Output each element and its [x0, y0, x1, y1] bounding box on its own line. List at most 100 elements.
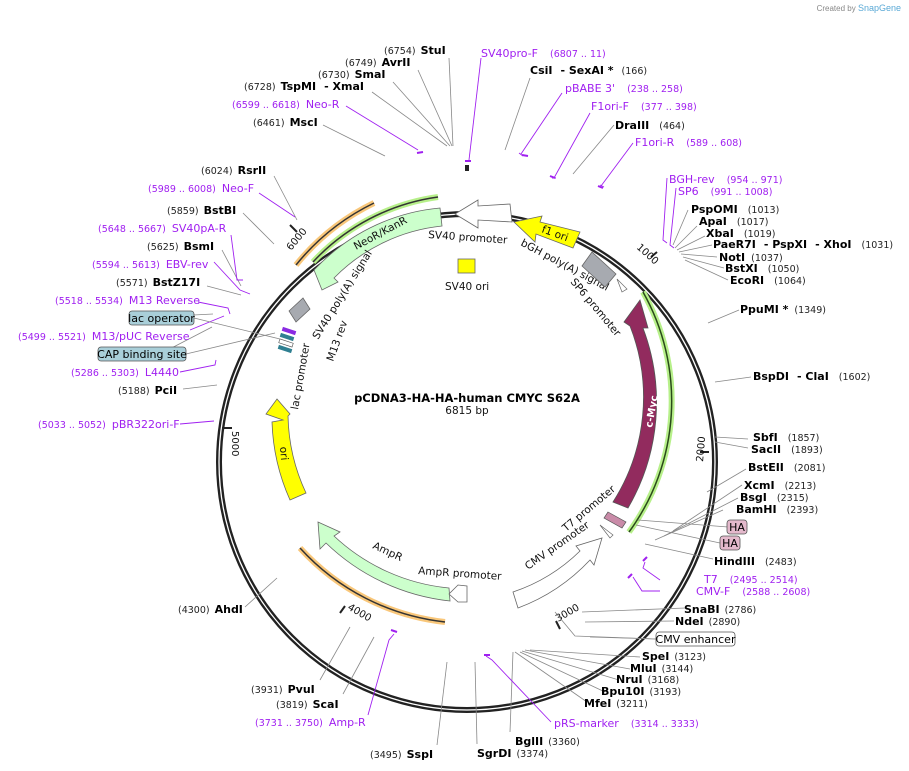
feature-ha-tags[interactable]: [603, 511, 627, 529]
svg-text:F1ori-F(377 .. 398): F1ori-F(377 .. 398): [591, 100, 697, 113]
svg-text:(6749)AvrII: (6749)AvrII: [345, 56, 411, 69]
svg-text:MfeI(3211): MfeI(3211): [584, 697, 648, 710]
svg-text:PpuMI *(1349): PpuMI *(1349): [740, 303, 826, 316]
svg-text:(5286 .. 5303)L4440: (5286 .. 5303)L4440: [71, 366, 179, 379]
svg-text:(5648 .. 5667)SV40pA-R: (5648 .. 5667)SV40pA-R: [98, 222, 227, 235]
tick-2000: 2000: [695, 436, 708, 462]
svg-text:ApaI(1017): ApaI(1017): [699, 215, 769, 228]
orf-neo-rev-arc: [312, 196, 439, 263]
tick-1000: 1000: [634, 242, 660, 267]
svg-text:BspDI- ClaI(1602): BspDI- ClaI(1602): [753, 370, 870, 383]
tick-6000: 6000: [285, 226, 310, 253]
svg-text:(4300)AhdI: (4300)AhdI: [178, 603, 243, 616]
svg-text:CAP binding site: CAP binding site: [97, 348, 187, 361]
svg-text:(3931)PvuI: (3931)PvuI: [251, 683, 315, 696]
feature-t7-promoter[interactable]: [599, 524, 614, 539]
feature-sv40-polya[interactable]: [288, 297, 311, 323]
feature-lac-cluster[interactable]: [277, 326, 297, 354]
svg-text:(6730)SmaI: (6730)SmaI: [318, 68, 386, 81]
svg-text:EcoRI(1064): EcoRI(1064): [730, 274, 806, 287]
svg-text:CsiI- SexAI *(166): CsiI- SexAI *(166): [530, 64, 647, 77]
svg-text:NruI(3168): NruI(3168): [616, 673, 679, 686]
svg-text:(5499 .. 5521)M13/pUC Reverse: (5499 .. 5521)M13/pUC Reverse: [18, 330, 190, 343]
svg-text:AmpR: AmpR: [371, 540, 405, 564]
feature-cmv-promoter[interactable]: CMV promoter: [512, 519, 603, 609]
svg-text:(5033 .. 5052)pBR322ori-F: (5033 .. 5052)pBR322ori-F: [38, 418, 180, 431]
callout-ha-2[interactable]: HA: [635, 524, 741, 551]
svg-text:SnaBI(2786): SnaBI(2786): [684, 603, 756, 616]
svg-text:(6024)RsrII: (6024)RsrII: [201, 164, 266, 177]
svg-text:F1ori-R(589 .. 608): F1ori-R(589 .. 608): [635, 136, 742, 149]
svg-text:CMV-F(2588 .. 2608): CMV-F(2588 .. 2608): [696, 585, 810, 598]
feature-neor[interactable]: NeoR/KanR: [313, 207, 443, 291]
callout-lac-operator[interactable]: lac operator: [128, 310, 281, 340]
svg-text:HindIII(2483): HindIII(2483): [714, 555, 797, 568]
feature-sv40-promoter[interactable]: SV40 promoter: [428, 199, 513, 247]
svg-text:(5989 .. 6008)Neo-F: (5989 .. 6008)Neo-F: [148, 182, 254, 195]
svg-text:CMV enhancer: CMV enhancer: [656, 633, 736, 646]
svg-text:(5594 .. 5613)EBV-rev: (5594 .. 5613)EBV-rev: [92, 258, 209, 271]
origin-marker: [465, 165, 469, 171]
svg-text:T7(2495 .. 2514): T7(2495 .. 2514): [703, 573, 798, 586]
svg-text:(5625)BsmI: (5625)BsmI: [147, 240, 214, 253]
primer-marks: [390, 151, 648, 656]
svg-text:XbaI(1019): XbaI(1019): [706, 227, 775, 240]
svg-text:(5571)BstZ17I: (5571)BstZ17I: [116, 276, 200, 289]
feature-sv40-ori-label: SV40 ori: [445, 281, 489, 293]
svg-text:DraIII(464): DraIII(464): [615, 119, 685, 132]
primer-labels: SV40pro-F(6807 .. 11) pBABE 3'(238 .. 25…: [18, 47, 810, 730]
svg-text:HA: HA: [729, 521, 745, 534]
svg-text:MluI(3144): MluI(3144): [630, 662, 693, 675]
feature-ampr-promoter[interactable]: AmpR promoter: [418, 565, 503, 603]
svg-text:BGH-rev(954 .. 971): BGH-rev(954 .. 971): [669, 173, 782, 186]
svg-text:lac operator: lac operator: [128, 312, 195, 325]
feature-lac-promoter-label: lac promoter: [289, 342, 313, 411]
svg-text:BglII(3360): BglII(3360): [515, 735, 580, 748]
svg-text:(6754)StuI: (6754)StuI: [384, 44, 446, 57]
svg-text:SbfI(1857): SbfI(1857): [753, 431, 819, 444]
svg-text:BsgI(2315): BsgI(2315): [740, 491, 809, 504]
plasmid-length: 6815 bp: [445, 405, 489, 417]
feature-ori[interactable]: ori: [265, 398, 307, 501]
tick-5000: 5000: [229, 431, 240, 456]
svg-text:(6461)MscI: (6461)MscI: [253, 116, 318, 129]
feature-bgh-polya[interactable]: [581, 251, 617, 288]
tick-4000: 4000: [346, 602, 374, 624]
callout-cmv-enhancer[interactable]: CMV enhancer: [554, 611, 736, 647]
svg-text:SgrDI(3374): SgrDI(3374): [477, 747, 548, 760]
feature-sv40-ori[interactable]: [457, 258, 476, 274]
orf-neo-arc: [295, 202, 375, 266]
svg-text:(5188)PciI: (5188)PciI: [118, 384, 177, 397]
svg-text:Bpu10I(3193): Bpu10I(3193): [601, 685, 681, 698]
callout-ha-1[interactable]: HA: [637, 519, 748, 535]
svg-text:pRS-marker(3314 .. 3333): pRS-marker(3314 .. 3333): [554, 717, 699, 730]
svg-text:ori: ori: [277, 446, 290, 461]
svg-text:(5859)BstBI: (5859)BstBI: [167, 204, 236, 217]
snapgene-credit: Created by SnapGene: [816, 3, 901, 13]
svg-text:SpeI(3123): SpeI(3123): [642, 650, 706, 663]
svg-text:(3731 .. 3750)Amp-R: (3731 .. 3750)Amp-R: [255, 716, 366, 729]
plasmid-name: pCDNA3-HA-HA-human CMYC S62A: [354, 391, 580, 405]
callout-cap-binding-site[interactable]: CAP binding site: [97, 332, 276, 362]
orf-amp-arc: [299, 547, 446, 623]
svg-text:SacII(1893): SacII(1893): [751, 443, 823, 456]
feature-ampr[interactable]: AmpR: [317, 521, 451, 602]
svg-text:PspOMI(1013): PspOMI(1013): [691, 203, 779, 216]
svg-text:(6728)TspMI- XmaI: (6728)TspMI- XmaI: [244, 80, 364, 93]
svg-text:PaeR7I- PspXI- XhoI(1031): PaeR7I- PspXI- XhoI(1031): [713, 238, 893, 251]
svg-text:(6599 .. 6618)Neo-R: (6599 .. 6618)Neo-R: [232, 98, 340, 111]
tick-3000: 3000: [554, 602, 582, 624]
svg-text:BamHI(2393): BamHI(2393): [736, 503, 818, 516]
orf-cmyc-arc: [628, 291, 673, 533]
feature-sp6-promoter[interactable]: [616, 278, 628, 293]
svg-text:NdeI(2890): NdeI(2890): [675, 615, 740, 628]
svg-text:(5518 .. 5534)M13 Reverse: (5518 .. 5534)M13 Reverse: [55, 294, 200, 307]
svg-text:pBABE 3'(238 .. 258): pBABE 3'(238 .. 258): [565, 82, 683, 95]
svg-text:(3495)SspI: (3495)SspI: [370, 748, 433, 761]
svg-text:(3819)ScaI: (3819)ScaI: [276, 698, 339, 711]
svg-text:SV40pro-F(6807 .. 11): SV40pro-F(6807 .. 11): [481, 47, 606, 60]
svg-text:SV40 promoter: SV40 promoter: [428, 229, 509, 247]
svg-text:BstXI(1050): BstXI(1050): [725, 262, 799, 275]
svg-text:SP6(991 .. 1008): SP6(991 .. 1008): [678, 185, 772, 198]
